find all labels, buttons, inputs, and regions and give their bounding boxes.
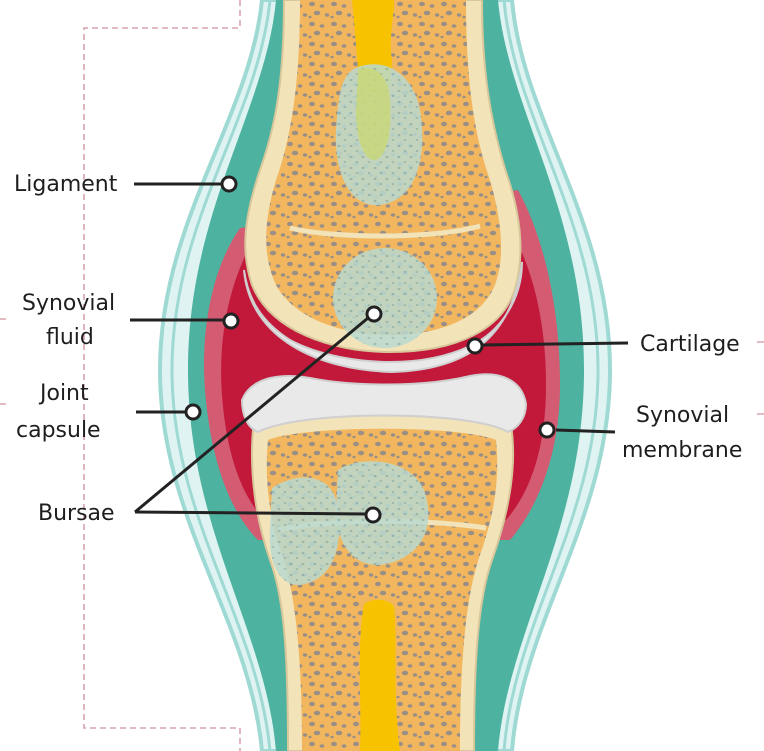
label-synovial-membrane-1: Synovial [636,403,729,428]
label-synovial-membrane-2: membrane [622,438,742,463]
bursa-upper-marker [367,307,381,321]
label-joint-capsule-2: capsule [16,418,101,443]
synovial-fluid-marker [224,314,238,328]
ligament-marker [222,177,236,191]
lower-marrow [360,600,400,751]
label-synovial-fluid-1: Synovial [22,291,115,316]
label-ligament: Ligament [14,172,118,197]
label-synovial-fluid-2: fluid [46,325,94,350]
label-cartilage: Cartilage [640,332,740,357]
label-bursae: Bursae [38,501,115,526]
label-joint-capsule-1: Joint [38,381,89,406]
synovial-membrane-marker [540,423,554,437]
cartilage-marker [468,339,482,353]
joint-capsule-marker [186,405,200,419]
bursa-lower-marker [366,508,380,522]
